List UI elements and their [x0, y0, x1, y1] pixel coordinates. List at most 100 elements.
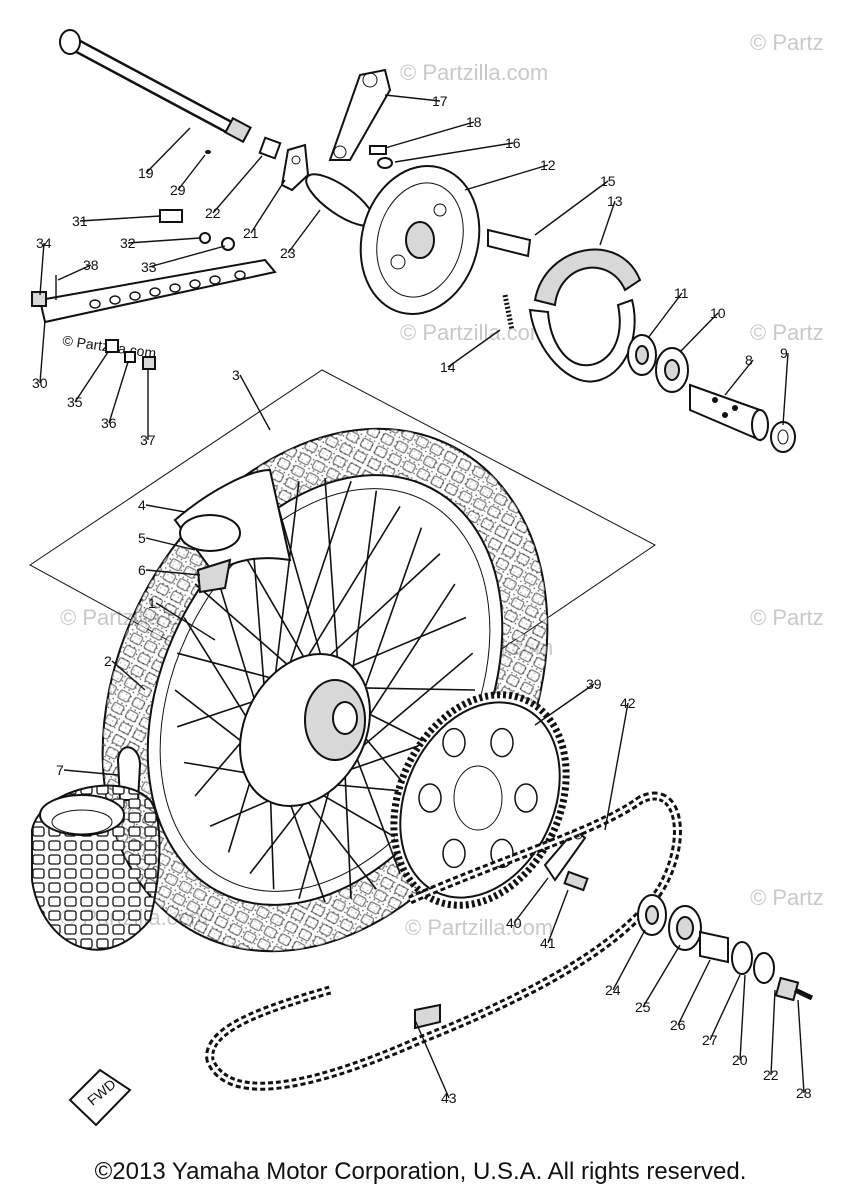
callout-25: 25 — [635, 999, 651, 1015]
callout-15: 15 — [600, 173, 616, 189]
callout-leader — [145, 569, 201, 576]
callout-leader — [770, 989, 776, 1076]
callout-39: 39 — [586, 676, 602, 692]
wheel-spoke — [177, 696, 265, 728]
wheel-spoke — [194, 583, 289, 667]
callout-42: 42 — [620, 695, 636, 711]
callout-leader — [513, 877, 549, 924]
callout-leader — [642, 944, 681, 1008]
callout-23: 23 — [280, 245, 296, 261]
callout-leader — [145, 127, 191, 174]
chain-joint — [414, 1003, 441, 1030]
callout-40: 40 — [506, 915, 522, 931]
callout-21: 21 — [243, 225, 259, 241]
callout-6: 6 — [138, 562, 146, 578]
sprocket-hole — [514, 783, 538, 813]
callout-leader — [239, 374, 271, 431]
callout-30: 30 — [32, 375, 48, 391]
callout-leader — [599, 200, 616, 246]
callout-leader — [63, 769, 119, 776]
callout-leader — [534, 180, 609, 236]
callout-leader — [212, 155, 263, 214]
axle-small-parts — [159, 136, 375, 251]
callout-leader — [384, 94, 441, 102]
callout-leader — [394, 142, 514, 163]
wheel-spoke — [296, 788, 377, 890]
callout-leader — [464, 164, 549, 191]
callout-leader — [177, 154, 206, 191]
watermark-text: © Partzilla.com — [405, 915, 553, 940]
callout-16: 16 — [505, 135, 521, 151]
copyright-footer: ©2013 Yamaha Motor Corporation, U.S.A. A… — [94, 1158, 747, 1185]
wheel-spoke — [274, 481, 300, 678]
sprocket-hole — [442, 727, 466, 758]
callout-leader — [739, 974, 746, 1061]
watermark-text: © Partz — [750, 320, 824, 345]
callout-22: 22 — [763, 1067, 779, 1083]
torque-arm — [31, 258, 277, 370]
callout-10: 10 — [710, 305, 726, 321]
leader-lines — [39, 94, 805, 1099]
lock-plate-bolt — [543, 828, 589, 892]
brake-panel — [359, 165, 481, 315]
callout-29: 29 — [170, 182, 186, 198]
callout-37: 37 — [140, 432, 156, 448]
callout-27: 27 — [702, 1032, 718, 1048]
wheel-spoke — [354, 753, 401, 874]
wheel-spoke — [338, 616, 467, 673]
callout-9: 9 — [780, 345, 788, 361]
wheel-spoke — [324, 477, 340, 671]
callout-leader — [39, 319, 46, 384]
callout-leader — [679, 312, 719, 353]
rear-axle — [59, 29, 252, 144]
callout-11: 11 — [674, 285, 689, 301]
callout-leader — [547, 889, 569, 944]
callout-1: 1 — [148, 595, 156, 611]
bearings — [627, 334, 796, 453]
callout-leader — [447, 329, 501, 368]
callout-22: 22 — [205, 205, 221, 221]
watermark-text: © Partz — [750, 30, 824, 55]
brake-shoes — [502, 248, 642, 383]
callout-31: 31 — [72, 213, 88, 229]
tire-cutaway — [31, 784, 161, 951]
callout-3: 3 — [232, 367, 240, 383]
callout-17: 17 — [432, 93, 448, 109]
wheel-spoke — [349, 490, 378, 687]
sprocket-hole — [418, 783, 442, 813]
watermark-text: © Partzilla.com — [400, 60, 548, 85]
callout-leader — [250, 179, 286, 234]
callout-leader — [724, 359, 754, 396]
callout-leader — [155, 602, 216, 641]
callout-leader — [74, 351, 109, 403]
watermark-text: © Partz — [750, 885, 824, 910]
callout-leader — [111, 660, 146, 691]
wheel-spoke — [288, 480, 352, 666]
callout-leader — [384, 121, 475, 149]
wheel-spoke — [322, 553, 441, 663]
callout-35: 35 — [67, 394, 83, 410]
callout-41: 41 — [540, 935, 556, 951]
callout-leader — [782, 352, 789, 426]
callout-leader — [709, 974, 741, 1041]
callout-26: 26 — [670, 1017, 686, 1033]
watermark-text: © Partzilla.com — [400, 320, 548, 345]
callout-4: 4 — [138, 497, 146, 513]
callout-14: 14 — [440, 359, 456, 375]
wheel-spoke — [359, 583, 456, 731]
callout-leader — [145, 537, 196, 551]
callout-12: 12 — [540, 157, 556, 173]
sprocket-hole — [442, 838, 466, 869]
wheel-spoke — [344, 772, 352, 899]
wheel-spoke — [305, 505, 401, 660]
wheel-spoke — [355, 652, 474, 753]
callout-leader — [57, 264, 92, 281]
callout-leader — [79, 215, 161, 222]
brake-cam-lever — [328, 68, 532, 258]
callout-38: 38 — [83, 257, 99, 273]
callout-24: 24 — [605, 982, 621, 998]
wheel-spoke — [357, 527, 423, 708]
callout-8: 8 — [745, 352, 753, 368]
